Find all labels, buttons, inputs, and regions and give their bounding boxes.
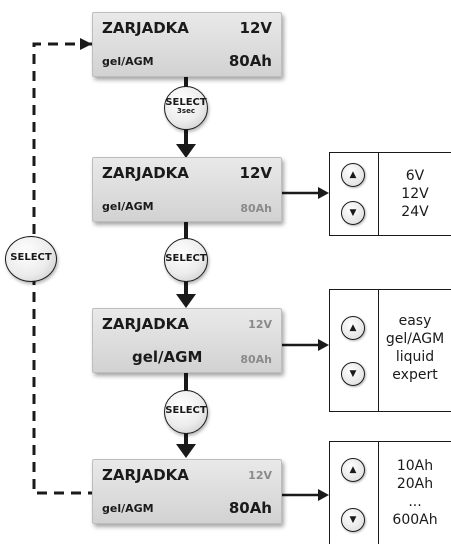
option-item: 24V: [401, 204, 429, 220]
type-options-panel: ▲ ▼ easy gel/AGM liquid expert: [329, 289, 451, 412]
up-triangle-icon[interactable]: ▲: [341, 163, 365, 187]
option-item: liquid: [395, 349, 435, 365]
select-3sec-button[interactable]: SELECT 3sec: [164, 86, 208, 130]
option-list: easy gel/AGM liquid expert: [379, 312, 451, 384]
select-label: SELECT: [165, 253, 207, 264]
battery-type: gel/AGM: [102, 502, 154, 515]
option-item: 6V: [405, 168, 425, 184]
down-triangle-icon[interactable]: ▼: [341, 508, 365, 532]
up-triangle-icon[interactable]: ▲: [341, 316, 365, 340]
battery-type: gel/AGM: [102, 55, 154, 68]
select-loop-button[interactable]: SELECT: [5, 236, 57, 282]
option-item: expert: [392, 367, 438, 383]
select-label: SELECT: [165, 97, 207, 108]
option-item: 12V: [401, 186, 429, 202]
voltage-options-panel: ▲ ▼ 6V 12V 24V: [329, 152, 451, 236]
down-triangle-icon[interactable]: ▼: [341, 362, 365, 386]
display-title: ZARJADKA: [102, 466, 189, 484]
display-title: ZARJADKA: [102, 19, 189, 37]
panel-divider: [378, 290, 379, 411]
capacity-options-panel: ▲ ▼ 10Ah 20Ah ... 600Ah: [329, 441, 451, 544]
display-screen-3: ZARJADKA 12V gel/AGM 80Ah: [92, 308, 282, 373]
capacity-value: 80Ah: [228, 499, 272, 517]
select-label: SELECT: [165, 405, 207, 416]
up-triangle-icon[interactable]: ▲: [341, 458, 365, 482]
voltage-value: 12V: [248, 469, 272, 482]
panel-divider: [378, 442, 379, 544]
select-button-3[interactable]: SELECT: [164, 390, 208, 434]
down-triangle-icon[interactable]: ▼: [341, 201, 365, 225]
capacity-value: 80Ah: [228, 52, 272, 70]
voltage-value: 12V: [239, 164, 272, 182]
display-screen-2: ZARJADKA 12V gel/AGM 80Ah: [92, 157, 282, 222]
option-item: easy: [398, 313, 432, 329]
battery-type: gel/AGM: [132, 348, 203, 366]
option-item: ...: [408, 494, 422, 510]
option-list: 10Ah 20Ah ... 600Ah: [379, 457, 451, 529]
select-hold-label: 3sec: [177, 107, 195, 115]
battery-type: gel/AGM: [102, 200, 154, 213]
panel-divider: [378, 153, 379, 235]
display-title: ZARJADKA: [102, 164, 189, 182]
select-button-2[interactable]: SELECT: [164, 238, 208, 282]
voltage-value: 12V: [248, 318, 272, 331]
option-item: 600Ah: [392, 512, 438, 528]
option-list: 6V 12V 24V: [379, 167, 451, 221]
capacity-value: 80Ah: [240, 202, 272, 215]
voltage-value: 12V: [239, 19, 272, 37]
display-screen-4: ZARJADKA 12V gel/AGM 80Ah: [92, 459, 282, 524]
display-title: ZARJADKA: [102, 315, 189, 333]
capacity-value: 80Ah: [240, 353, 272, 366]
option-item: 20Ah: [396, 476, 434, 492]
select-label: SELECT: [10, 252, 52, 263]
display-screen-1: ZARJADKA 12V gel/AGM 80Ah: [92, 12, 282, 77]
option-item: gel/AGM: [385, 331, 445, 347]
option-item: 10Ah: [396, 458, 434, 474]
